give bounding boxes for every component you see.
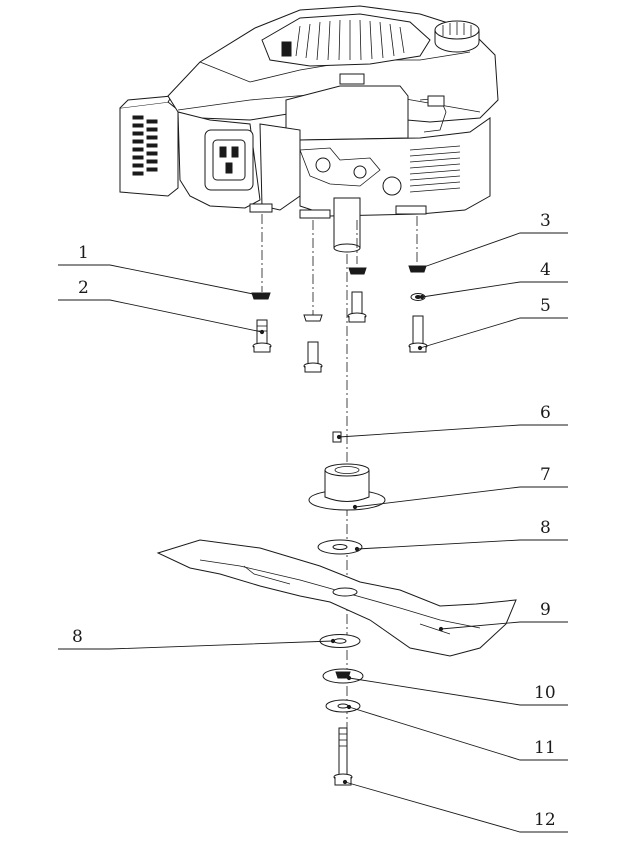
bolt-center-left xyxy=(303,341,323,373)
cooling-fins xyxy=(409,145,461,193)
callout-5: 5 xyxy=(540,296,551,316)
callout-4: 4 xyxy=(540,260,551,280)
callout-9: 9 xyxy=(540,600,551,620)
callout-7: 7 xyxy=(540,465,551,485)
lock-washer-center-right xyxy=(348,267,367,275)
leader-dots xyxy=(255,265,444,785)
callout-8-lower: 8 xyxy=(72,627,83,647)
callout-10: 10 xyxy=(534,683,556,703)
starter-handle-slot xyxy=(281,41,292,57)
fuel-cap xyxy=(434,20,480,53)
blade-adapter xyxy=(308,463,386,511)
mounting-hardware xyxy=(156,265,517,786)
engine-assembly xyxy=(119,5,499,253)
muffler xyxy=(119,95,179,197)
callout-12: 12 xyxy=(534,810,556,830)
bolt-center-right xyxy=(347,291,367,323)
callout-2: 2 xyxy=(78,278,89,298)
callout-1: 1 xyxy=(78,243,89,263)
callout-leaders xyxy=(58,232,568,833)
shroud-grille xyxy=(295,19,405,61)
spacer-washer-lower xyxy=(319,634,361,648)
muffler-vents xyxy=(132,115,158,176)
spacer-washer-upper xyxy=(317,539,363,555)
blade-retainer xyxy=(322,668,364,684)
engine-block xyxy=(177,73,491,253)
lock-washer-center-left xyxy=(303,314,323,322)
blade-washer xyxy=(325,699,361,713)
callout-11: 11 xyxy=(534,738,556,758)
callout-labels: 1 2 3 4 5 6 7 8 9 8 10 11 12 xyxy=(72,211,556,830)
mower-blade xyxy=(156,539,517,657)
callout-6: 6 xyxy=(540,403,551,423)
engine-shroud xyxy=(167,5,499,123)
callout-3: 3 xyxy=(540,211,551,231)
bolt-left xyxy=(252,319,272,353)
blade-bolt xyxy=(333,727,353,786)
callout-8-upper: 8 xyxy=(540,518,551,538)
